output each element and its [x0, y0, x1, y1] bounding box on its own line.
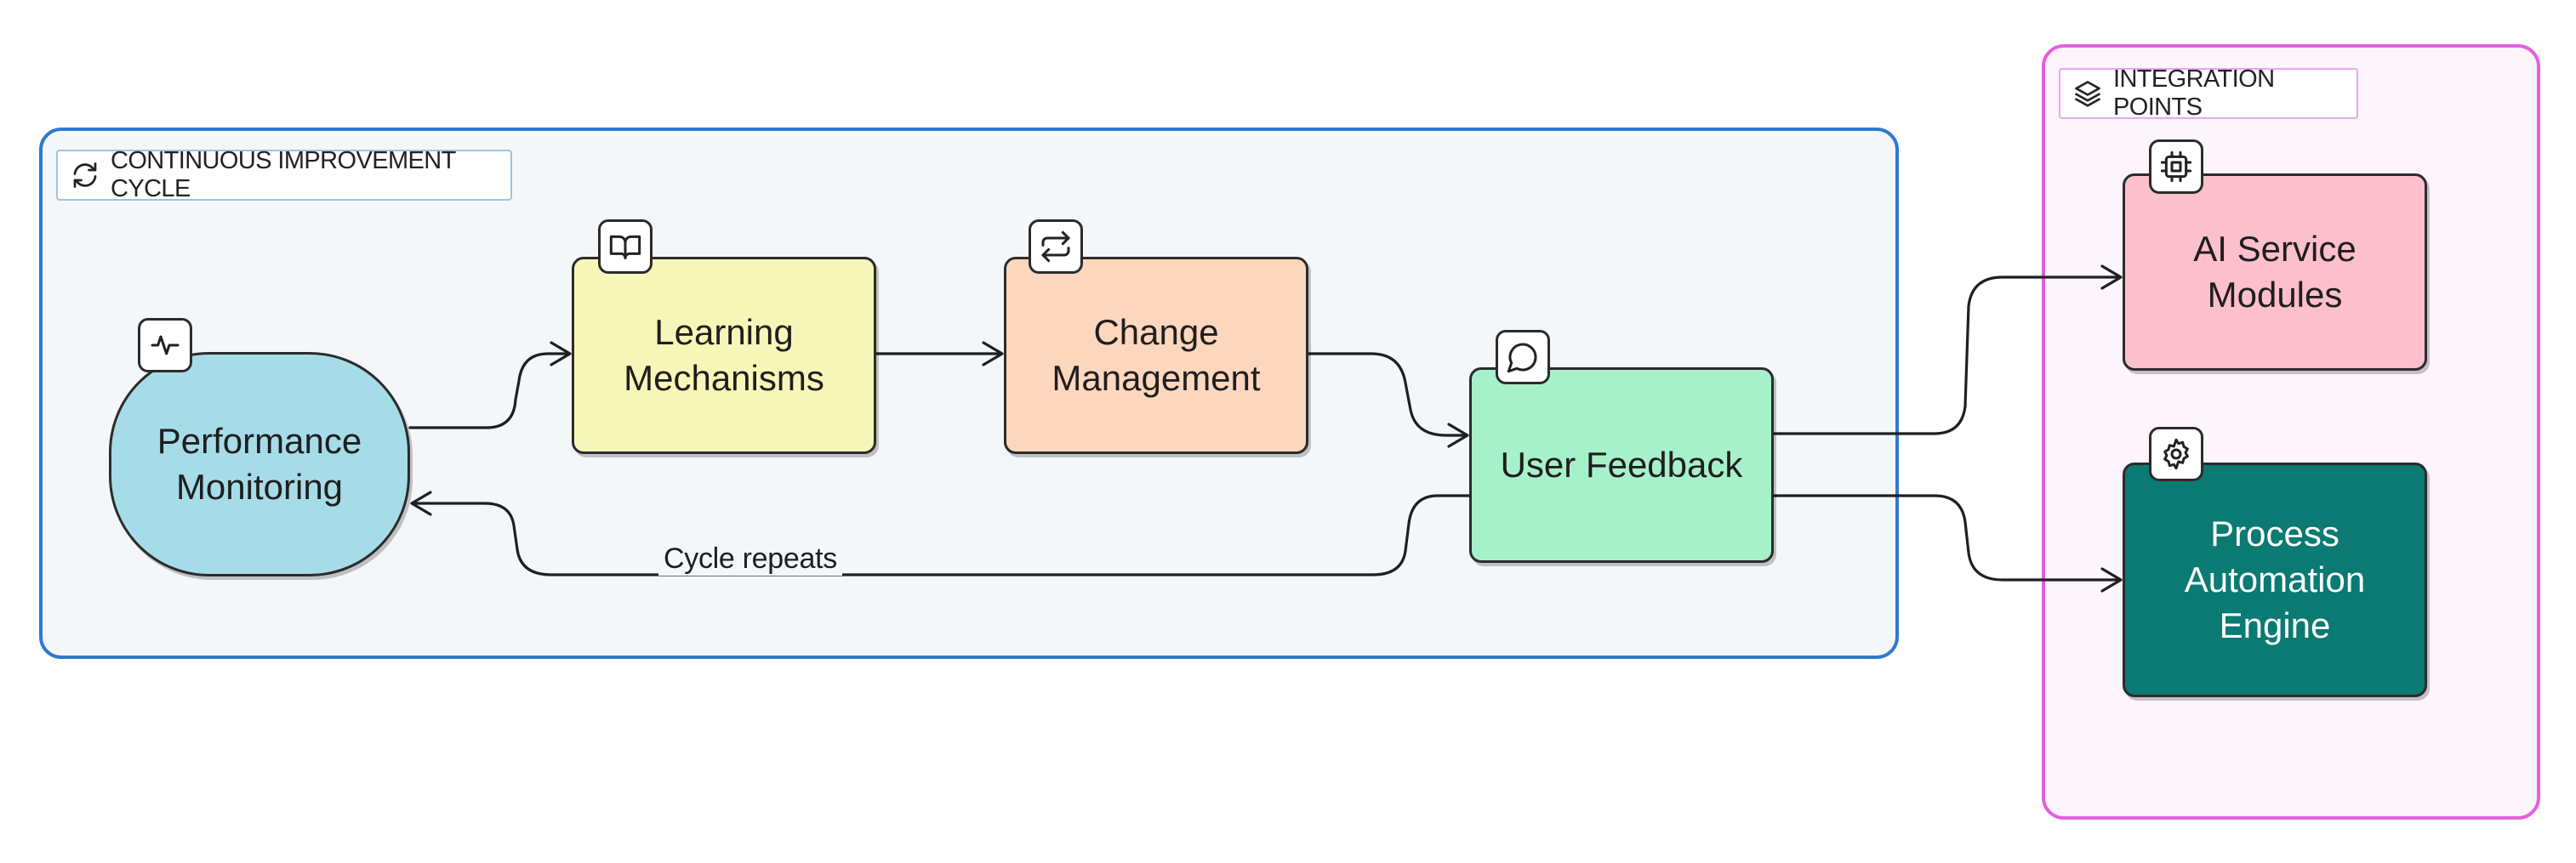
edge-change-to-user-feedback [1307, 352, 1468, 437]
arrowhead [550, 341, 572, 366]
arrowhead [410, 491, 432, 516]
node-label: AI Service Modules [2193, 229, 2357, 315]
learning-mechanisms-node[interactable]: Learning Mechanisms [572, 257, 876, 454]
node-label: Performance Monitoring [157, 421, 362, 507]
arrowhead [2100, 567, 2123, 593]
edge-user-feedback-to-ai-service [1772, 275, 2121, 435]
arrowhead [982, 341, 1004, 366]
message-bubble-icon [1496, 330, 1550, 384]
group-title: INTEGRATION POINTS [2113, 65, 2275, 121]
group-title: CONTINUOUS IMPROVEMENT CYCLE [111, 147, 456, 202]
edge-performance-to-learning [408, 352, 570, 429]
performance-monitoring-node[interactable]: Performance Monitoring [109, 352, 410, 576]
arrowhead [1447, 423, 1469, 448]
ai-service-modules-node[interactable]: AI Service Modules [2123, 173, 2427, 371]
layers-icon [2075, 81, 2100, 107]
cpu-chip-icon [2149, 139, 2203, 194]
change-management-node[interactable]: Change Management [1004, 257, 1308, 454]
node-label: Learning Mechanisms [624, 312, 824, 398]
gear-icon [2149, 427, 2203, 481]
book-open-icon [598, 219, 653, 274]
repeat-arrows-icon [1029, 219, 1083, 274]
node-label: Change Management [1051, 312, 1261, 398]
edge-user-feedback-to-performance [412, 494, 1471, 576]
node-label: Process Automation Engine [2184, 514, 2366, 645]
edge-user-feedback-to-process-automation [1772, 494, 2121, 582]
refresh-cycle-icon [73, 162, 97, 188]
process-automation-engine-node[interactable]: Process Automation Engine [2123, 463, 2427, 697]
user-feedback-node[interactable]: User Feedback [1469, 367, 1774, 563]
integration-points-label: INTEGRATION POINTS [2059, 65, 2358, 121]
cycle-repeats-edge-label: Cycle repeats [658, 542, 842, 576]
node-label: User Feedback [1500, 445, 1743, 485]
continuous-improvement-cycle-label: CONTINUOUS IMPROVEMENT CYCLE [56, 147, 512, 202]
activity-pulse-icon [138, 318, 192, 372]
arrowhead [2100, 264, 2123, 290]
